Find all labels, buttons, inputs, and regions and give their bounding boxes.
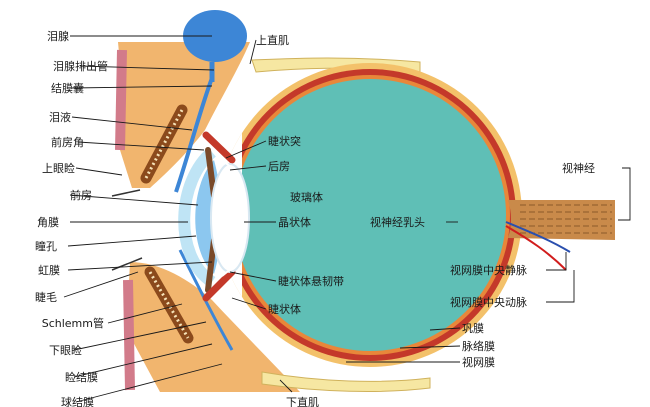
lower-conjunctiva [178,249,234,351]
ciliary-body-lower [202,268,236,302]
label-bulbar-conjunctiva: 球结膜 [61,395,94,407]
label-pupil: 瞳孔 [35,239,57,253]
label-optic-nerve: 视神经 [562,161,595,175]
label-conjunctival-sac: 结膜囊 [51,81,84,95]
label-cornea: 角膜 [37,216,59,229]
label-optic-disc: 视神经乳头 [370,215,425,229]
label-posterior-chamber: 后房 [268,160,290,173]
label-palpebral-conjunctiva: 睑结膜 [65,371,98,384]
central-retinal-vein [505,221,571,253]
label-inferior-rectus: 下直肌 [286,395,319,407]
label-lower-eyelid: 下眼睑 [49,344,82,357]
optic-nerve-fibers [520,204,612,234]
left-labels: 泪腺 泪腺排出管 结膜囊 泪液 前房角 上眼睑 前房 角膜 瞳孔 虹膜 睫毛 S… [35,29,108,407]
central-retinal-artery [505,225,567,271]
lens [210,163,250,273]
inferior-rectus-muscle [261,371,431,392]
label-retina: 视网膜 [462,355,495,369]
label-superior-rectus: 上直肌 [256,33,289,47]
zonule-lower [221,267,233,277]
iris-lower [205,237,217,293]
eyelash-lower [111,257,143,271]
label-schlemm-canal: Schlemm管 [42,316,104,330]
upper-tarsal-plate [140,104,188,184]
ciliary-body-upper [202,131,236,164]
right-leader-lines [225,39,631,393]
label-iris: 虹膜 [38,264,60,277]
zonule-upper [221,159,233,169]
label-vitreous-body: 玻璃体 [290,190,323,204]
label-ciliary-process: 睫状突 [268,134,301,148]
label-choroid: 脉络膜 [462,339,495,353]
cornea [178,147,217,287]
lacrimal-gland [183,10,247,62]
label-upper-eyelid: 上眼睑 [42,162,75,175]
label-eyelashes: 睫毛 [35,291,57,304]
label-anterior-chamber: 前房 [70,188,92,202]
label-sclera: 巩膜 [462,322,484,335]
label-central-retinal-vein: 视网膜中央静脉 [450,263,527,277]
optic-nerve [508,200,615,240]
eyelash-upper [111,189,141,197]
label-lacrimal-gland: 泪腺 [47,29,69,43]
upper-conjunctiva [174,77,214,193]
label-tear-fluid: 泪液 [49,110,71,124]
orbit-rim-upper [115,49,127,151]
label-central-retinal-artery: 视网膜中央动脉 [450,295,527,309]
orbit-rim-lower [123,279,135,391]
label-ciliary-body: 睫状体 [268,302,301,316]
lower-eyelid-skin [128,262,300,392]
lower-tarsal-glands [148,271,190,339]
left-leader-lines [63,35,223,403]
iris-upper [205,147,217,199]
label-lacrimal-duct: 泪腺排出管 [53,59,108,73]
label-zonule: 睫状体悬韧带 [278,274,344,288]
label-lens: 晶状体 [278,215,311,229]
label-chamber-angle: 前房角 [51,135,84,149]
orbit-tissue [111,42,300,392]
vitreous-body [234,79,506,351]
